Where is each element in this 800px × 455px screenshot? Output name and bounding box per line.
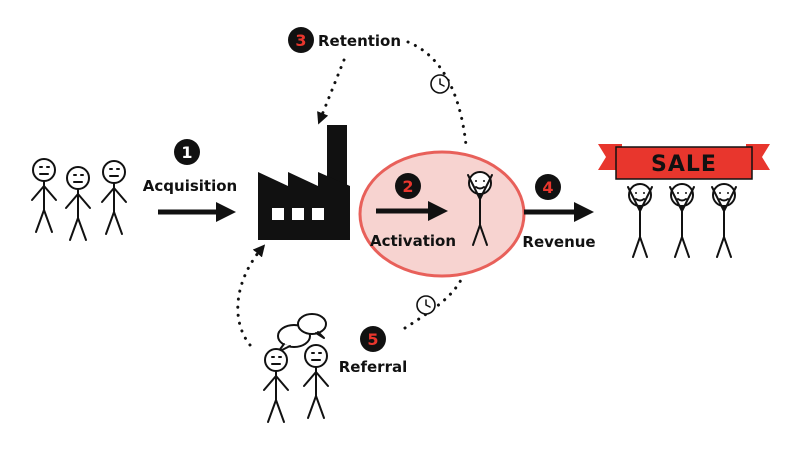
acquisition-people <box>31 158 127 241</box>
step-5-badge <box>360 326 386 352</box>
stick-figure-icon <box>263 348 289 423</box>
step-retention: 3 Retention <box>288 27 468 147</box>
acquisition-label: Acquisition <box>143 177 237 195</box>
clock-icon <box>430 74 450 94</box>
step-acquisition: 1 Acquisition <box>143 139 237 222</box>
step-4-number: 4 <box>542 178 553 197</box>
step-2-number: 2 <box>402 177 413 196</box>
stick-figure-icon <box>65 166 91 241</box>
step-activation: 2 Activation <box>358 150 526 278</box>
sale-group: SALE <box>598 144 770 258</box>
referral-label: Referral <box>339 358 407 376</box>
stick-figure-icon <box>31 158 57 233</box>
factory-icon <box>258 125 350 240</box>
stick-figure-icon <box>711 183 737 258</box>
step-revenue: 4 Revenue <box>522 174 596 251</box>
retention-dotted-path-right <box>406 40 468 147</box>
step-3-number: 3 <box>295 31 306 50</box>
stick-figure-icon <box>669 183 695 258</box>
step-referral: 5 Referral <box>236 244 464 423</box>
step-2-badge <box>395 173 421 199</box>
referral-dotted-arrow-icon <box>236 244 266 347</box>
stick-figure-icon <box>101 160 127 235</box>
step-4-badge <box>535 174 561 200</box>
retention-label: Retention <box>318 32 401 50</box>
sale-banner <box>615 146 753 180</box>
retention-dotted-arrow-icon <box>317 58 346 125</box>
activation-circle <box>358 150 526 278</box>
step-3-badge <box>288 27 314 53</box>
step-1-badge <box>174 139 200 165</box>
revenue-label: Revenue <box>522 233 595 251</box>
step-5-number: 5 <box>367 330 378 349</box>
activation-label: Activation <box>370 232 456 250</box>
stick-figure-icon <box>303 344 329 419</box>
speech-bubble-icon <box>277 313 327 353</box>
referral-dotted-path-right <box>403 276 464 330</box>
clock-icon <box>416 295 436 315</box>
step-1-number: 1 <box>181 143 192 162</box>
sale-text: SALE <box>651 152 717 177</box>
stick-figure-icon <box>627 183 653 258</box>
